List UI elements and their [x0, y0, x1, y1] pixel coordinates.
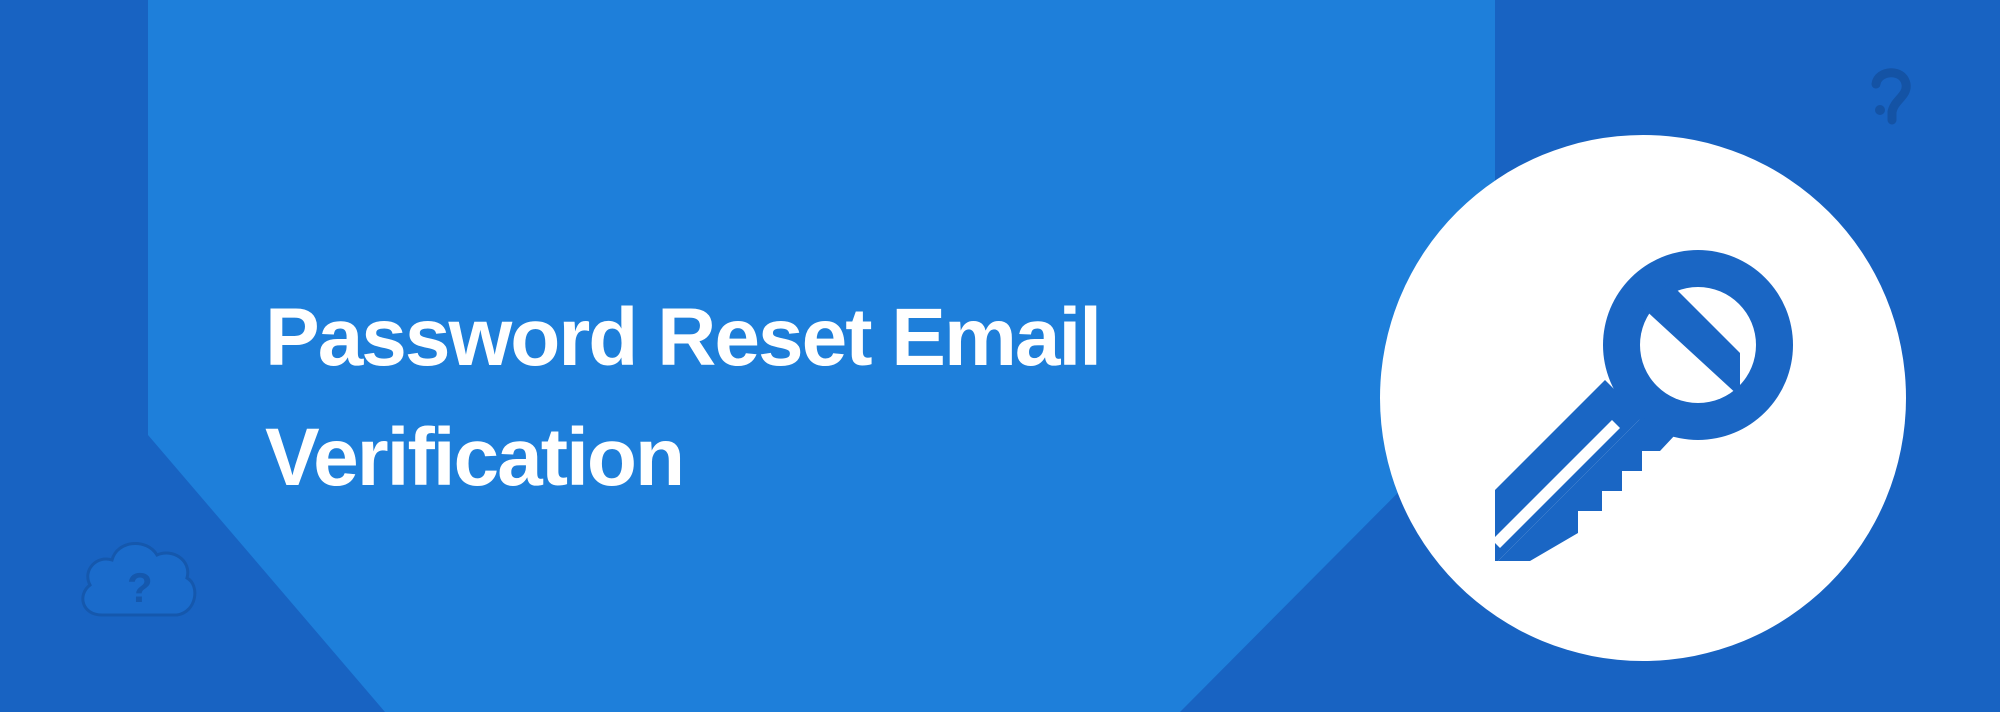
- title-line-2: Verification: [265, 412, 685, 503]
- page-title: Password Reset Email Verification: [265, 278, 1165, 518]
- cloud-question-icon: ?: [81, 542, 197, 617]
- title-line-1: Password Reset Email: [265, 292, 1102, 383]
- question-mark-icon: [1871, 68, 1911, 125]
- key-icon: [1492, 250, 1793, 561]
- svg-text:?: ?: [127, 564, 153, 611]
- key-badge: [1380, 135, 1906, 661]
